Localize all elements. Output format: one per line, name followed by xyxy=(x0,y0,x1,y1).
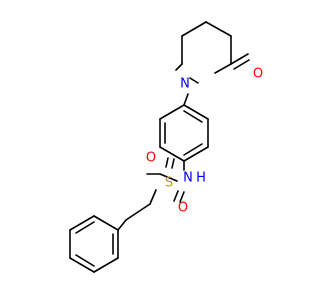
aromatic-inner-bond xyxy=(75,221,95,234)
aromatic-inner-bond xyxy=(183,143,203,156)
atom-label-s: S xyxy=(165,176,173,191)
bond xyxy=(189,77,199,84)
double-bond xyxy=(171,158,175,169)
bond xyxy=(69,215,95,231)
bond xyxy=(159,104,185,120)
bond xyxy=(183,104,209,120)
sulfonamide-linker xyxy=(146,157,185,203)
bond xyxy=(93,215,119,231)
canvas-background xyxy=(0,0,300,300)
bond xyxy=(181,21,207,37)
double-bond xyxy=(230,53,249,65)
bond xyxy=(205,21,232,37)
bond xyxy=(175,63,183,71)
aromatic-inner-bond xyxy=(75,254,95,267)
double-bond xyxy=(233,59,250,70)
bond xyxy=(149,189,157,205)
bond xyxy=(159,146,185,162)
bond xyxy=(183,93,189,106)
bond xyxy=(93,257,119,273)
piperidinone-ring xyxy=(175,21,250,84)
double-bond xyxy=(179,191,185,203)
bond xyxy=(69,257,95,273)
atom-labels: O N N H S O O xyxy=(146,67,263,216)
bond xyxy=(159,173,178,182)
atom-label-o-carbonyl: O xyxy=(253,67,263,82)
phenethyl-chain xyxy=(117,189,157,231)
bond xyxy=(183,146,209,162)
double-bond xyxy=(165,157,169,168)
atom-label-h-amide: H xyxy=(196,171,206,186)
atom-label-n-amide: N xyxy=(183,171,193,186)
atom-label-o-sulfonyl-bottom: O xyxy=(178,201,188,216)
bond xyxy=(125,203,151,221)
atom-label-n-ring: N xyxy=(180,77,190,92)
phenyl-ring xyxy=(69,215,119,273)
atom-label-o-sulfonyl-top: O xyxy=(146,151,156,166)
phenylene-ring xyxy=(159,93,209,162)
bond xyxy=(117,219,127,231)
double-bond xyxy=(173,190,179,202)
aromatic-inner-bond xyxy=(183,110,203,123)
bond xyxy=(214,63,232,74)
molecule-structure: O N N H S O O xyxy=(0,0,300,300)
